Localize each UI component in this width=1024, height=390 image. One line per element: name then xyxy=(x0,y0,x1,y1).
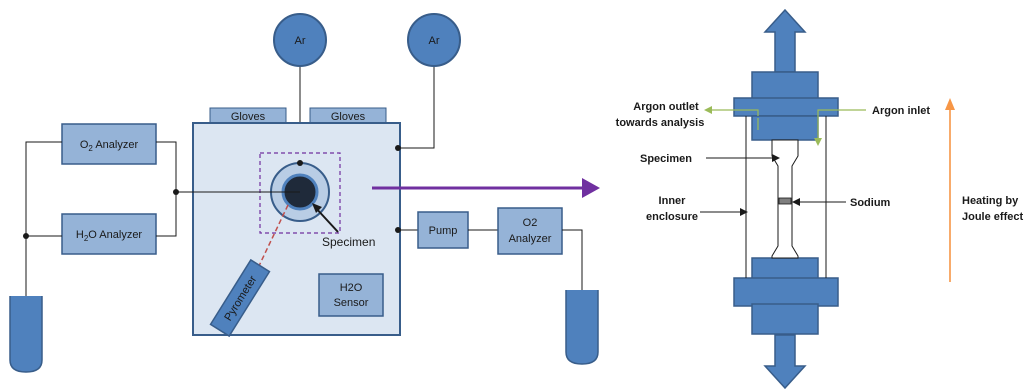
pump xyxy=(417,211,469,249)
bubbler-left xyxy=(9,296,43,373)
h2o-sensor-line1: H2O xyxy=(340,282,363,294)
o2-analyzer-right xyxy=(497,207,563,255)
argon-outlet-label-line1: Argon outlet xyxy=(633,101,699,113)
sodium-label: Sodium xyxy=(850,197,891,209)
heating-arrow xyxy=(945,98,955,282)
pull-arrow-down xyxy=(763,334,807,390)
specimen-label-left: Specimen xyxy=(322,235,375,249)
argon-bottle-left-label: Ar xyxy=(295,35,306,47)
glovebox-setup: Ar Ar Gloves Gloves Specimen Pyrometer xyxy=(9,13,600,373)
argon-outlet-label-line2: towards analysis xyxy=(616,117,705,129)
specimen-label-right: Specimen xyxy=(640,153,692,165)
o2-analyzer-left-label: O2 Analyzer xyxy=(80,139,139,153)
inner-enclosure-label-line2: enclosure xyxy=(646,211,698,223)
zoom-arrow xyxy=(372,178,600,198)
bubbler-right xyxy=(565,290,599,365)
pull-arrow-up xyxy=(763,8,807,73)
heating-label-line2: Joule effect xyxy=(962,211,1023,223)
heating-cell: Argon outlet towards analysis Argon inle… xyxy=(616,8,1023,390)
argon-bottle-right: Ar xyxy=(398,13,461,149)
h2o-sensor xyxy=(318,273,384,317)
o2-analyzer-left xyxy=(61,123,157,165)
specimen-zone xyxy=(259,152,341,234)
gloves-left-label: Gloves xyxy=(231,111,266,123)
heating-label-line1: Heating by xyxy=(962,195,1019,207)
h2o-sensor-line2: Sensor xyxy=(334,297,369,309)
h2o-analyzer-left-label: H2O Analyzer xyxy=(76,229,143,243)
o2-analyzer-right-line1: O2 xyxy=(523,217,538,229)
pump-label: Pump xyxy=(429,225,458,237)
argon-inlet-label: Argon inlet xyxy=(872,105,930,117)
h2o-analyzer-left xyxy=(61,213,157,255)
gloves-right-label: Gloves xyxy=(331,111,366,123)
inner-enclosure-label-line1: Inner xyxy=(659,195,687,207)
argon-bottle-right-label: Ar xyxy=(429,35,440,47)
o2-analyzer-right-line2: Analyzer xyxy=(509,233,552,245)
